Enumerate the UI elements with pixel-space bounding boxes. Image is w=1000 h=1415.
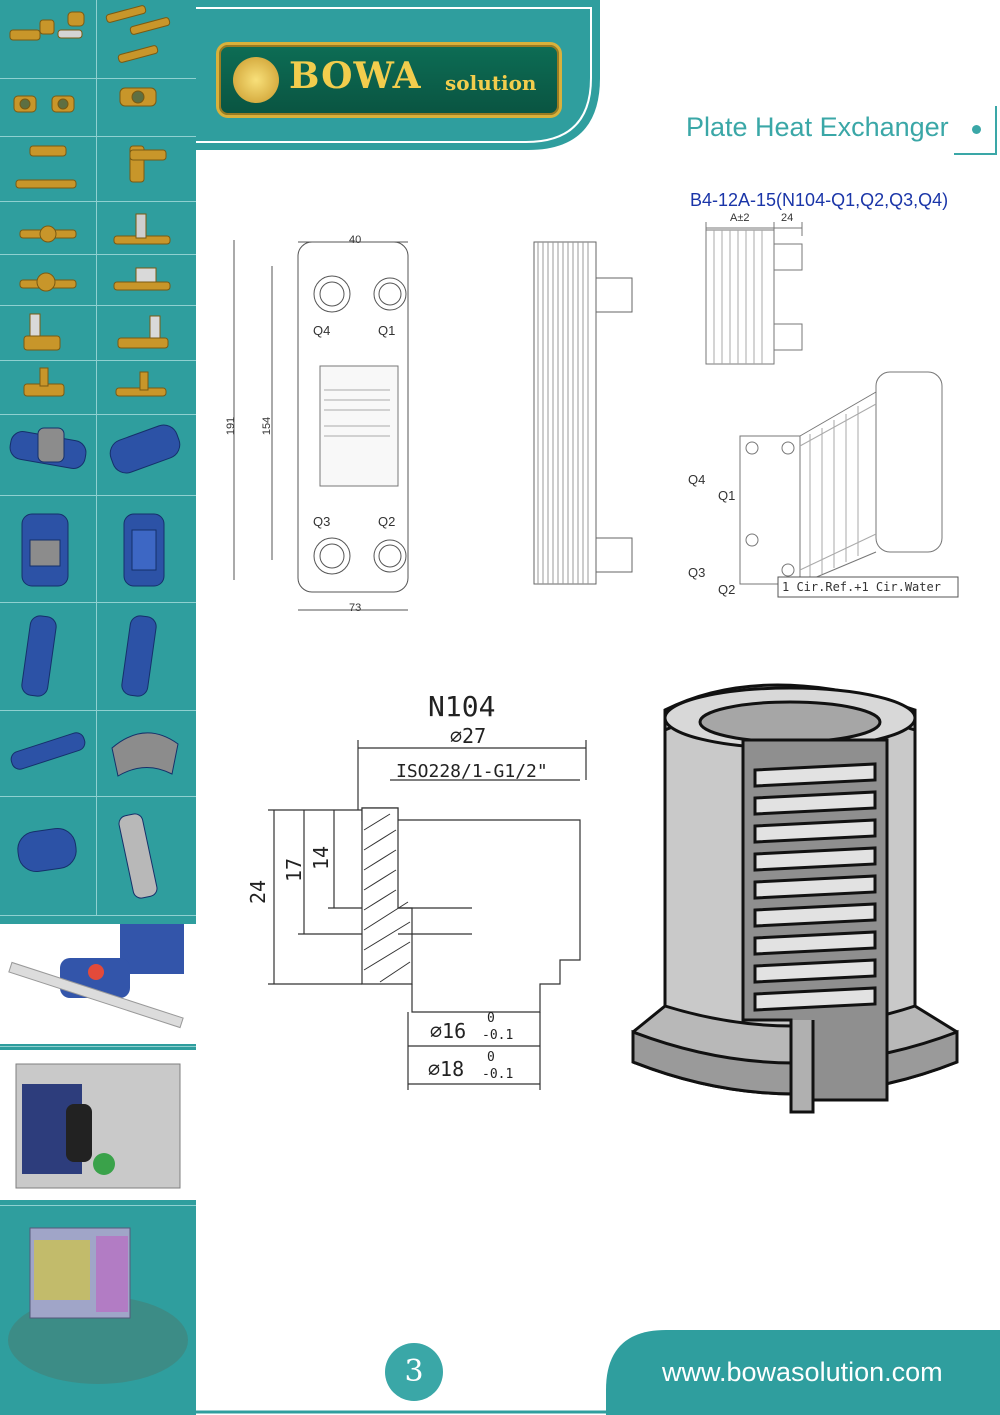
fitting-outer-diameter: ⌀27	[450, 724, 487, 748]
footer-band	[196, 1330, 1000, 1415]
accumulator-icon	[9, 424, 181, 474]
filter-drier-icon	[21, 615, 157, 697]
check-valve-icon	[15, 145, 167, 189]
port-label-q2: Q2	[378, 514, 396, 529]
fitting-d16: ⌀16	[430, 1019, 467, 1043]
port-label-q4: Q4	[313, 323, 331, 338]
brand-logo: BOWA solution	[216, 42, 562, 118]
iso-port-q1: Q1	[718, 488, 736, 503]
fitting-section-drawing	[268, 740, 587, 1090]
fitting-cutaway-illustration	[631, 683, 959, 1114]
heading-bracket	[954, 106, 997, 155]
fitting-height-14: 14	[309, 845, 334, 871]
ball-valve-icon	[19, 213, 171, 245]
front-view-drawing	[233, 240, 409, 611]
d18-tol-lower: -0.1	[482, 1067, 514, 1082]
plate-pack-label: A±2	[730, 212, 750, 224]
model-code: B4-12A-15(N104-Q1,Q2,Q3,Q4)	[690, 190, 949, 210]
container-unit-icon	[8, 1227, 188, 1384]
solenoid-valve-icon	[23, 313, 169, 351]
logo-emblem-icon	[233, 57, 279, 103]
iso-port-q3: Q3	[688, 565, 706, 580]
sight-glass-icon	[13, 87, 157, 113]
d16-tol-upper: 0	[487, 1011, 495, 1026]
isometric-drawing	[739, 371, 959, 598]
website-link[interactable]: www.bowasolution.com	[662, 1357, 943, 1387]
port-label-q3: Q3	[313, 514, 331, 529]
connection-length-label: 24	[781, 212, 794, 224]
heading-bullet-icon	[972, 125, 981, 134]
page-title: Plate Heat Exchanger	[686, 112, 949, 142]
fitting-name: N104	[428, 690, 496, 723]
front-width-top: 40	[349, 234, 362, 246]
front-height-total: 191	[225, 416, 238, 436]
product-sidebar	[0, 0, 196, 1415]
front-height-inner: 154	[261, 416, 274, 436]
fitting-height-24: 24	[246, 879, 271, 905]
receiver-icon	[21, 513, 165, 587]
fitting-thread: ISO228/1-G1/2"	[396, 761, 548, 782]
sidebar-products	[0, 5, 196, 1384]
port-circles	[313, 275, 407, 575]
d16-tol-lower: -0.1	[482, 1028, 514, 1043]
front-width-bottom: 73	[349, 602, 362, 614]
condensing-unit-icon	[0, 1050, 196, 1200]
iso-port-q4: Q4	[688, 472, 706, 487]
side-view-drawing	[533, 241, 633, 585]
shell-tube-icon	[10, 732, 179, 777]
service-valve-icon	[19, 267, 171, 292]
fitting-height-17: 17	[282, 857, 307, 883]
page-number: 3	[385, 1343, 443, 1401]
iso-port-q2: Q2	[718, 582, 736, 597]
brass-valve-icon	[9, 5, 171, 63]
circuit-note: 1 Cir.Ref.+1 Cir.Water	[782, 580, 941, 594]
fitting-d18: ⌀18	[428, 1057, 465, 1081]
brand-name: BOWA	[289, 55, 422, 97]
d18-tol-upper: 0	[487, 1050, 495, 1065]
compressor-unit-icon	[0, 924, 196, 1044]
brand-suffix: solution	[445, 71, 537, 95]
port-label-q1: Q1	[378, 323, 396, 338]
small-side-view	[705, 222, 803, 365]
